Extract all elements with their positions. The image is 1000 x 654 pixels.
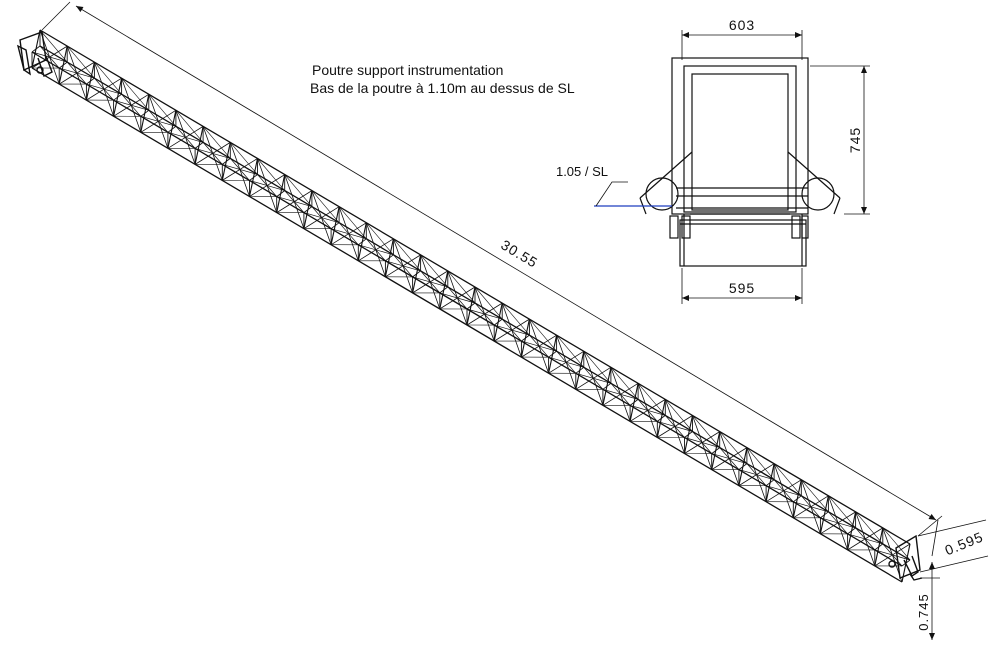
length-dimension [41, 1, 943, 537]
cross-section [639, 57, 841, 267]
level-marker-label: 1.05 / SL [556, 164, 608, 179]
beam-end-frame-left [16, 31, 53, 77]
section-bottom-dimension-label: 595 [729, 280, 755, 296]
section-height-dimension [810, 65, 870, 215]
beam-end-frame-right [888, 534, 923, 581]
length-dimension-label: 30.55 [498, 237, 541, 271]
section-top-dimension [681, 30, 803, 60]
section-height-dimension-label: 745 [847, 127, 863, 153]
width-dimension-label: 0.595 [943, 528, 986, 558]
section-top-dimension-label: 603 [729, 17, 755, 33]
height-dimension [920, 562, 940, 640]
height-dimension-label: 0.745 [916, 593, 931, 631]
section-bottom-dimension [681, 268, 803, 304]
truss-beam [31, 29, 911, 583]
level-marker [594, 181, 672, 207]
